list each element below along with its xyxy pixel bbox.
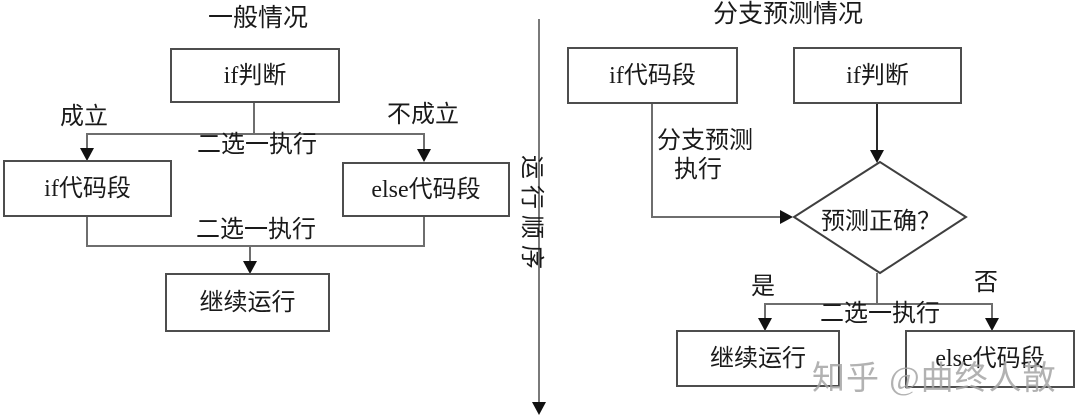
left-diagram-title: 一般情况 [207, 5, 308, 32]
right-box-else-code: else代码段 [905, 330, 1075, 388]
arrowhead-down-icon [243, 261, 257, 274]
right-box-if-code: if代码段 [567, 47, 738, 104]
right-label-branch-exec: 执行 [674, 157, 722, 183]
right-branch-left-line [764, 303, 766, 320]
left-continue-line [249, 245, 251, 263]
decision-diamond [792, 160, 968, 275]
left-merge-line [86, 245, 425, 247]
left-box-if-code: if代码段 [3, 160, 172, 217]
left-connector-stub [253, 103, 255, 135]
right-diagram-title: 分支预测情况 [712, 1, 863, 28]
left-box-else-code: else代码段 [342, 162, 510, 217]
left-box-if-judge: if判断 [170, 48, 340, 103]
left-label-true: 成立 [60, 104, 108, 130]
arrowhead-down-icon [417, 149, 431, 162]
left-label-false: 不成立 [387, 102, 459, 128]
right-predict-exec-line-h [651, 216, 781, 218]
right-diamond-down-stub [876, 273, 878, 305]
left-branch-left-line [86, 133, 88, 150]
right-box-continue-run: 继续运行 [676, 330, 840, 387]
left-box-continue-run: 继续运行 [165, 273, 330, 332]
right-branch-right-line [991, 303, 993, 320]
watermark-text: 知乎 @曲终人散 [812, 361, 1057, 397]
left-label-pick-one-bottom: 二选一执行 [196, 217, 316, 243]
arrowhead-down-icon [532, 402, 546, 415]
right-box-if-judge: if判断 [793, 47, 962, 104]
right-label-no: 否 [974, 270, 998, 296]
arrowhead-down-icon [758, 318, 772, 331]
left-branch-line [86, 133, 425, 135]
arrowhead-down-icon [870, 150, 884, 163]
run-order-axis-line [538, 19, 540, 403]
decision-diamond-label: 预测正确？ [821, 208, 941, 235]
right-judge-to-diamond-line [876, 104, 878, 152]
arrowhead-right-icon [780, 210, 793, 224]
run-order-axis-label: 运行顺序 [518, 155, 544, 275]
arrowhead-down-icon [985, 318, 999, 331]
arrowhead-down-icon [80, 148, 94, 161]
right-label-pick-one: 二选一执行 [820, 301, 940, 327]
right-label-yes: 是 [751, 274, 775, 300]
left-label-pick-one-top: 二选一执行 [197, 132, 317, 158]
right-predict-exec-line-v [651, 104, 653, 218]
left-merge-right-stub [423, 217, 425, 247]
right-label-branch-predict: 分支预测 [657, 128, 753, 154]
right-branch-line [764, 303, 993, 305]
left-branch-right-line [423, 133, 425, 151]
left-merge-left-stub [86, 217, 88, 247]
